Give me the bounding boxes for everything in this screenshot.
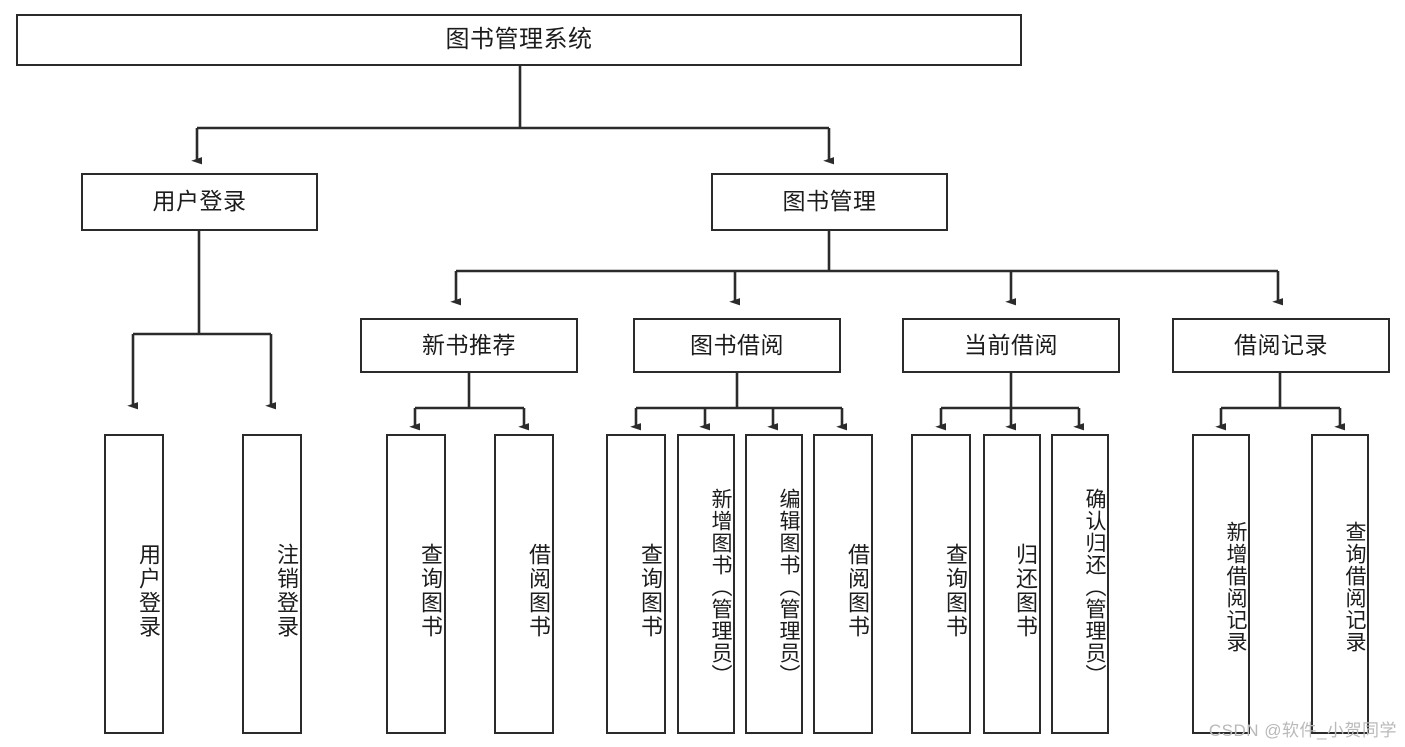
node-label: 当前借阅: [964, 331, 1058, 358]
leaf-return-book[interactable]: 归还图书: [983, 434, 1041, 734]
node-label: 归还图书: [1013, 543, 1038, 639]
leaf-confirm-return-admin[interactable]: 确认归还（管理员）: [1051, 434, 1109, 734]
node-label: 查询图书: [418, 543, 443, 639]
leaf-logout-login[interactable]: 注销登录: [242, 434, 302, 734]
leaf-borrow-book[interactable]: 借阅图书: [813, 434, 873, 734]
leaf-query-book-current[interactable]: 查询图书: [911, 434, 971, 734]
watermark: CSDN @软件_小贺同学: [1208, 721, 1397, 740]
node-label: 确认归还（管理员）: [1083, 488, 1106, 686]
node-borrow-record[interactable]: 借阅记录: [1172, 318, 1390, 373]
node-label: 查询借阅记录: [1343, 521, 1366, 653]
node-label: 编辑图书（管理员）: [777, 488, 800, 686]
node-label: 借阅图书: [845, 543, 870, 639]
node-current-borrow[interactable]: 当前借阅: [902, 318, 1120, 373]
node-label: 图书管理系统: [445, 25, 593, 53]
node-label: 注销登录: [274, 543, 299, 639]
node-root-book-management-system[interactable]: 图书管理系统: [16, 14, 1022, 66]
node-label: 图书借阅: [690, 331, 784, 358]
node-label: 查询图书: [943, 543, 968, 639]
leaf-user-login[interactable]: 用户登录: [104, 434, 164, 734]
node-book-management[interactable]: 图书管理: [711, 173, 948, 231]
leaf-borrow-book-recommend[interactable]: 借阅图书: [494, 434, 554, 734]
node-label: 查询图书: [638, 543, 663, 639]
leaf-add-book-admin[interactable]: 新增图书（管理员）: [677, 434, 735, 734]
node-label: 用户登录: [152, 188, 247, 215]
leaf-query-borrow-record[interactable]: 查询借阅记录: [1311, 434, 1369, 734]
node-label: 用户登录: [136, 543, 161, 639]
node-label: 新增借阅记录: [1224, 521, 1247, 653]
node-label: 新增图书（管理员）: [709, 488, 732, 686]
node-label: 图书管理: [782, 188, 877, 215]
node-label: 借阅图书: [526, 543, 551, 639]
node-book-borrow[interactable]: 图书借阅: [633, 318, 841, 373]
leaf-edit-book-admin[interactable]: 编辑图书（管理员）: [745, 434, 803, 734]
node-label: 新书推荐: [422, 331, 516, 358]
node-user-login[interactable]: 用户登录: [81, 173, 318, 231]
leaf-query-book-borrow[interactable]: 查询图书: [606, 434, 666, 734]
leaf-query-book-recommend[interactable]: 查询图书: [386, 434, 446, 734]
node-label: 借阅记录: [1234, 331, 1328, 358]
node-new-book-recommend[interactable]: 新书推荐: [360, 318, 578, 373]
leaf-add-borrow-record[interactable]: 新增借阅记录: [1192, 434, 1250, 734]
